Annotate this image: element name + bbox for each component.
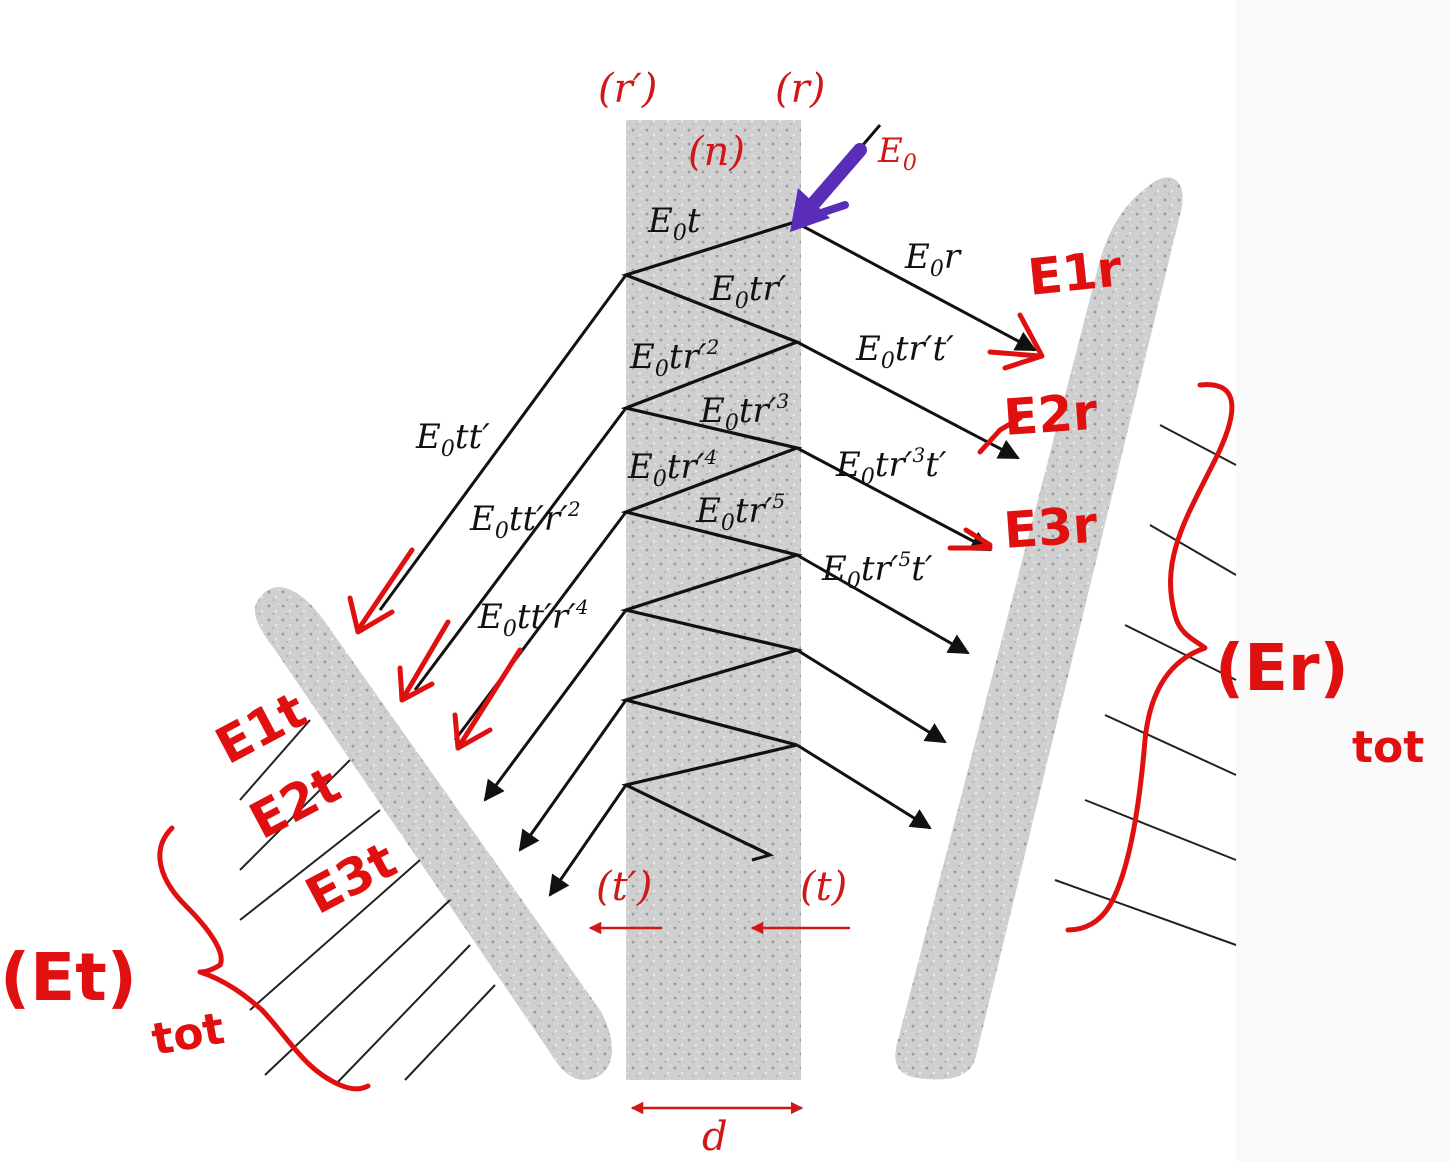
right-hatch (1054, 424, 1237, 946)
label-transmitted-0: E0tt′ (415, 417, 490, 462)
hand-reflected-3: E3r (1002, 496, 1100, 560)
hand-transmitted-2: E2t (240, 756, 349, 851)
left-lens (254, 587, 612, 1080)
label-reflected-0: E0r (904, 237, 962, 282)
hand-reflected-total-sub: tot (1352, 722, 1424, 773)
label-transmitted-2: E0tt′r′4 (477, 595, 589, 642)
label-transmitted-1: E0tt′r′2 (469, 497, 581, 544)
hand-reflected-1: E1r (1025, 239, 1124, 307)
transmitted-rays (378, 274, 628, 897)
label-inner-1: E0tr′ (709, 269, 787, 314)
label-reflected-3: E0tr′5t′ (821, 547, 933, 594)
handwritten-arrows (347, 312, 1045, 751)
label-medium: (n) (688, 129, 745, 175)
right-margin-strip (1236, 0, 1449, 1162)
label-transmission-left: (t′) (596, 864, 652, 910)
label-incident: E0 (877, 131, 917, 176)
label-inner-3: E0tr′3 (699, 389, 789, 436)
label-inner-5: E0tr′5 (695, 489, 785, 536)
label-thickness: d (702, 1114, 728, 1160)
hand-transmitted-total: (Et) (0, 939, 137, 1016)
hand-transmitted-3: E3t (296, 831, 405, 926)
incident-arrow-icon (790, 143, 867, 232)
right-lens (895, 177, 1183, 1080)
label-reflected-1: E0tr′t′ (855, 329, 954, 374)
label-transmission-right: (t) (800, 864, 847, 910)
reflected-rays (794, 220, 1037, 830)
hand-reflected-total: (Er) (1215, 632, 1349, 706)
hand-transmitted-total-sub: tot (148, 1003, 228, 1066)
label-reflected-2: E0tr′3t′ (835, 443, 947, 490)
label-inner-0: E0t (647, 201, 701, 246)
transmitted-brace (157, 825, 371, 1092)
hand-transmitted-1: E1t (206, 681, 315, 776)
hand-reflected-2: E2r (1002, 383, 1100, 447)
label-right-interface: (r) (775, 66, 825, 112)
left-hatch (239, 719, 496, 1086)
label-left-interface: (r′) (598, 66, 657, 112)
reflected-brace (1065, 382, 1235, 933)
label-inner-2: E0tr′2 (629, 335, 719, 382)
label-inner-4: E0tr′4 (627, 445, 717, 492)
